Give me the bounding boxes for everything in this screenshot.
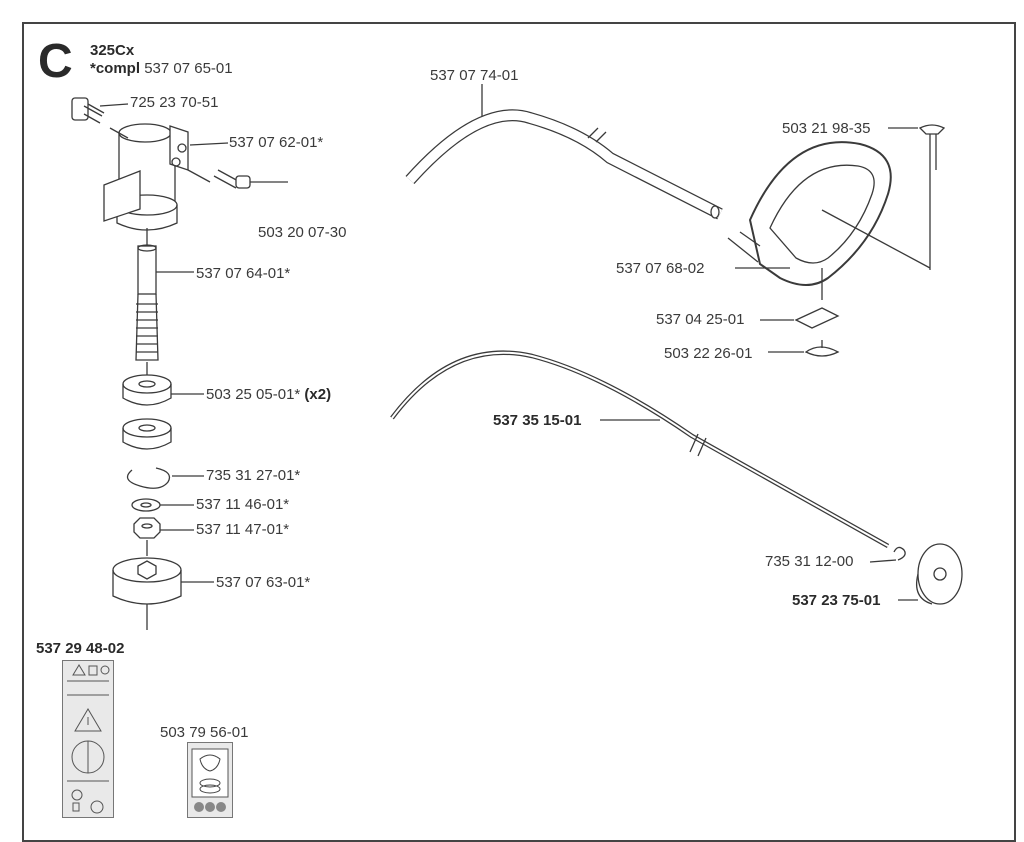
warning-symbols-icon	[67, 664, 110, 814]
part-label[interactable]: 503 25 05-01* (x2)	[206, 386, 332, 403]
handle-screw-drawing	[888, 124, 946, 270]
compl-prefix: *compl	[90, 60, 141, 77]
complete-assembly-number: *compl 537 07 65-01	[90, 60, 233, 77]
part-label[interactable]: 537 07 63-01*	[216, 574, 311, 591]
part-label[interactable]: 503 22 26-01	[664, 345, 753, 362]
part-label[interactable]: 537 07 62-01*	[229, 134, 324, 151]
quantity-note: (x2)	[304, 386, 332, 403]
washer-drawing	[131, 498, 194, 512]
wing-nut-drawing	[768, 340, 840, 357]
hex-screw-drawing	[71, 97, 129, 124]
drive-disc-drawing	[898, 543, 963, 605]
compl-number: 537 07 65-01	[144, 60, 233, 77]
part-label[interactable]: 503 21 98-35	[782, 120, 871, 137]
circlip-drawing	[126, 467, 204, 489]
brand-logo-icon	[191, 748, 229, 812]
clip-drawing	[869, 546, 906, 563]
drive-cup-drawing	[112, 557, 214, 630]
nut-drawing	[133, 517, 194, 556]
part-label[interactable]: 537 07 74-01	[430, 67, 519, 84]
bracket-drawing	[760, 307, 840, 329]
part-label[interactable]: 537 07 64-01*	[196, 265, 291, 282]
part-label[interactable]: 537 07 68-02	[616, 260, 705, 277]
clamp-housing-drawing	[103, 123, 229, 231]
part-label[interactable]: 503 20 07-30	[258, 224, 347, 241]
bolt-drawing	[213, 169, 288, 189]
model-name: 325Cx	[90, 42, 135, 59]
part-label[interactable]: 537 35 15-01	[493, 412, 582, 429]
part-label[interactable]: 735 31 27-01*	[206, 467, 301, 484]
part-label[interactable]: 725 23 70-51	[130, 94, 219, 111]
part-label[interactable]: 537 04 25-01	[656, 311, 745, 328]
part-label[interactable]: 503 79 56-01	[160, 724, 249, 741]
part-label[interactable]: 537 29 48-02	[36, 640, 125, 657]
brand-decal-image	[187, 742, 233, 818]
bearing-drawing	[122, 374, 204, 450]
part-label[interactable]: 735 31 12-00	[765, 553, 854, 570]
section-letter: C	[38, 35, 73, 88]
part-label[interactable]: 537 23 75-01	[792, 592, 881, 609]
drive-shaft-drawing	[135, 228, 194, 376]
shaft-tube-drawing	[405, 84, 723, 220]
part-label[interactable]: 537 11 47-01*	[196, 521, 290, 538]
part-label[interactable]: 537 11 46-01*	[196, 496, 290, 513]
warning-decal-image	[62, 660, 114, 818]
flex-shaft-drawing	[390, 350, 890, 548]
handle-drawing	[727, 141, 931, 300]
